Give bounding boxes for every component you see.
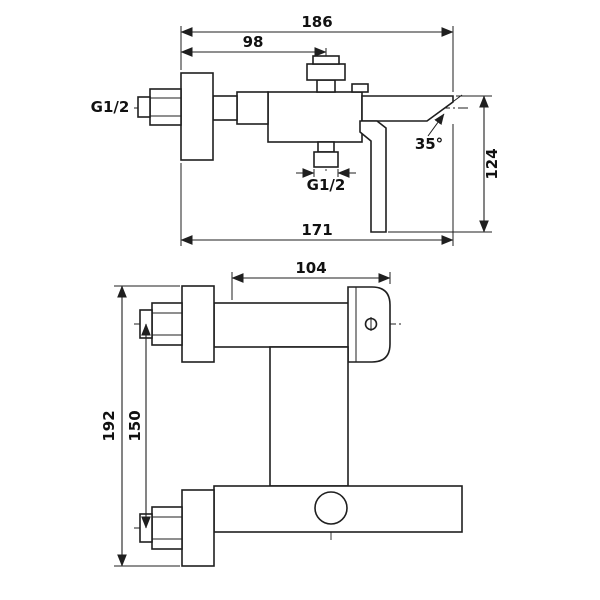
- vertical-body: [269, 346, 349, 487]
- diverter-knob: [314, 491, 348, 525]
- spout: [361, 95, 454, 122]
- dim-label-height: 124: [483, 148, 501, 179]
- mixer-body: [267, 91, 363, 143]
- spout-bevel-extension: [426, 94, 463, 122]
- dim-label-top-width: 104: [295, 259, 326, 277]
- dim-label-total-width: 186: [301, 13, 332, 31]
- diverter-button: [351, 83, 369, 93]
- inlet-hex-nut: [149, 88, 182, 126]
- outlet-thread-label: G1/2: [307, 176, 346, 194]
- outlet-stem: [317, 141, 335, 153]
- side-view: 186 98 G1/2 35° 124 G1/2 171: [91, 13, 501, 246]
- dim-label-cartridge-offset: 98: [243, 33, 264, 51]
- front-view: 104 192 150: [100, 259, 463, 567]
- cartridge-neck: [316, 79, 336, 93]
- cartridge-cap: [306, 63, 346, 81]
- dim-label-total-height: 192: [100, 410, 118, 441]
- cartridge-knob: [312, 55, 340, 65]
- dim-label-bottom-width: 171: [301, 221, 332, 239]
- wall-flange: [180, 72, 214, 161]
- bottom-wall-flange: [181, 489, 215, 567]
- inlet-thread-label: G1/2: [91, 98, 130, 116]
- angle-leader-arrow: [427, 113, 445, 137]
- bottom-hex-nut: [151, 506, 183, 550]
- dim-label-inlet-spacing: 150: [126, 410, 144, 441]
- upper-arm: [213, 302, 355, 348]
- top-wall-flange: [181, 285, 215, 363]
- top-hex-nut: [151, 302, 183, 346]
- spout-angle-label: 35°: [415, 135, 443, 153]
- outlet-nut: [313, 151, 339, 168]
- wall-pipe-stub: [212, 95, 238, 121]
- inlet-thread-stem: [137, 96, 151, 118]
- body-pipe-section: [236, 91, 269, 125]
- handle-lever: [359, 120, 387, 233]
